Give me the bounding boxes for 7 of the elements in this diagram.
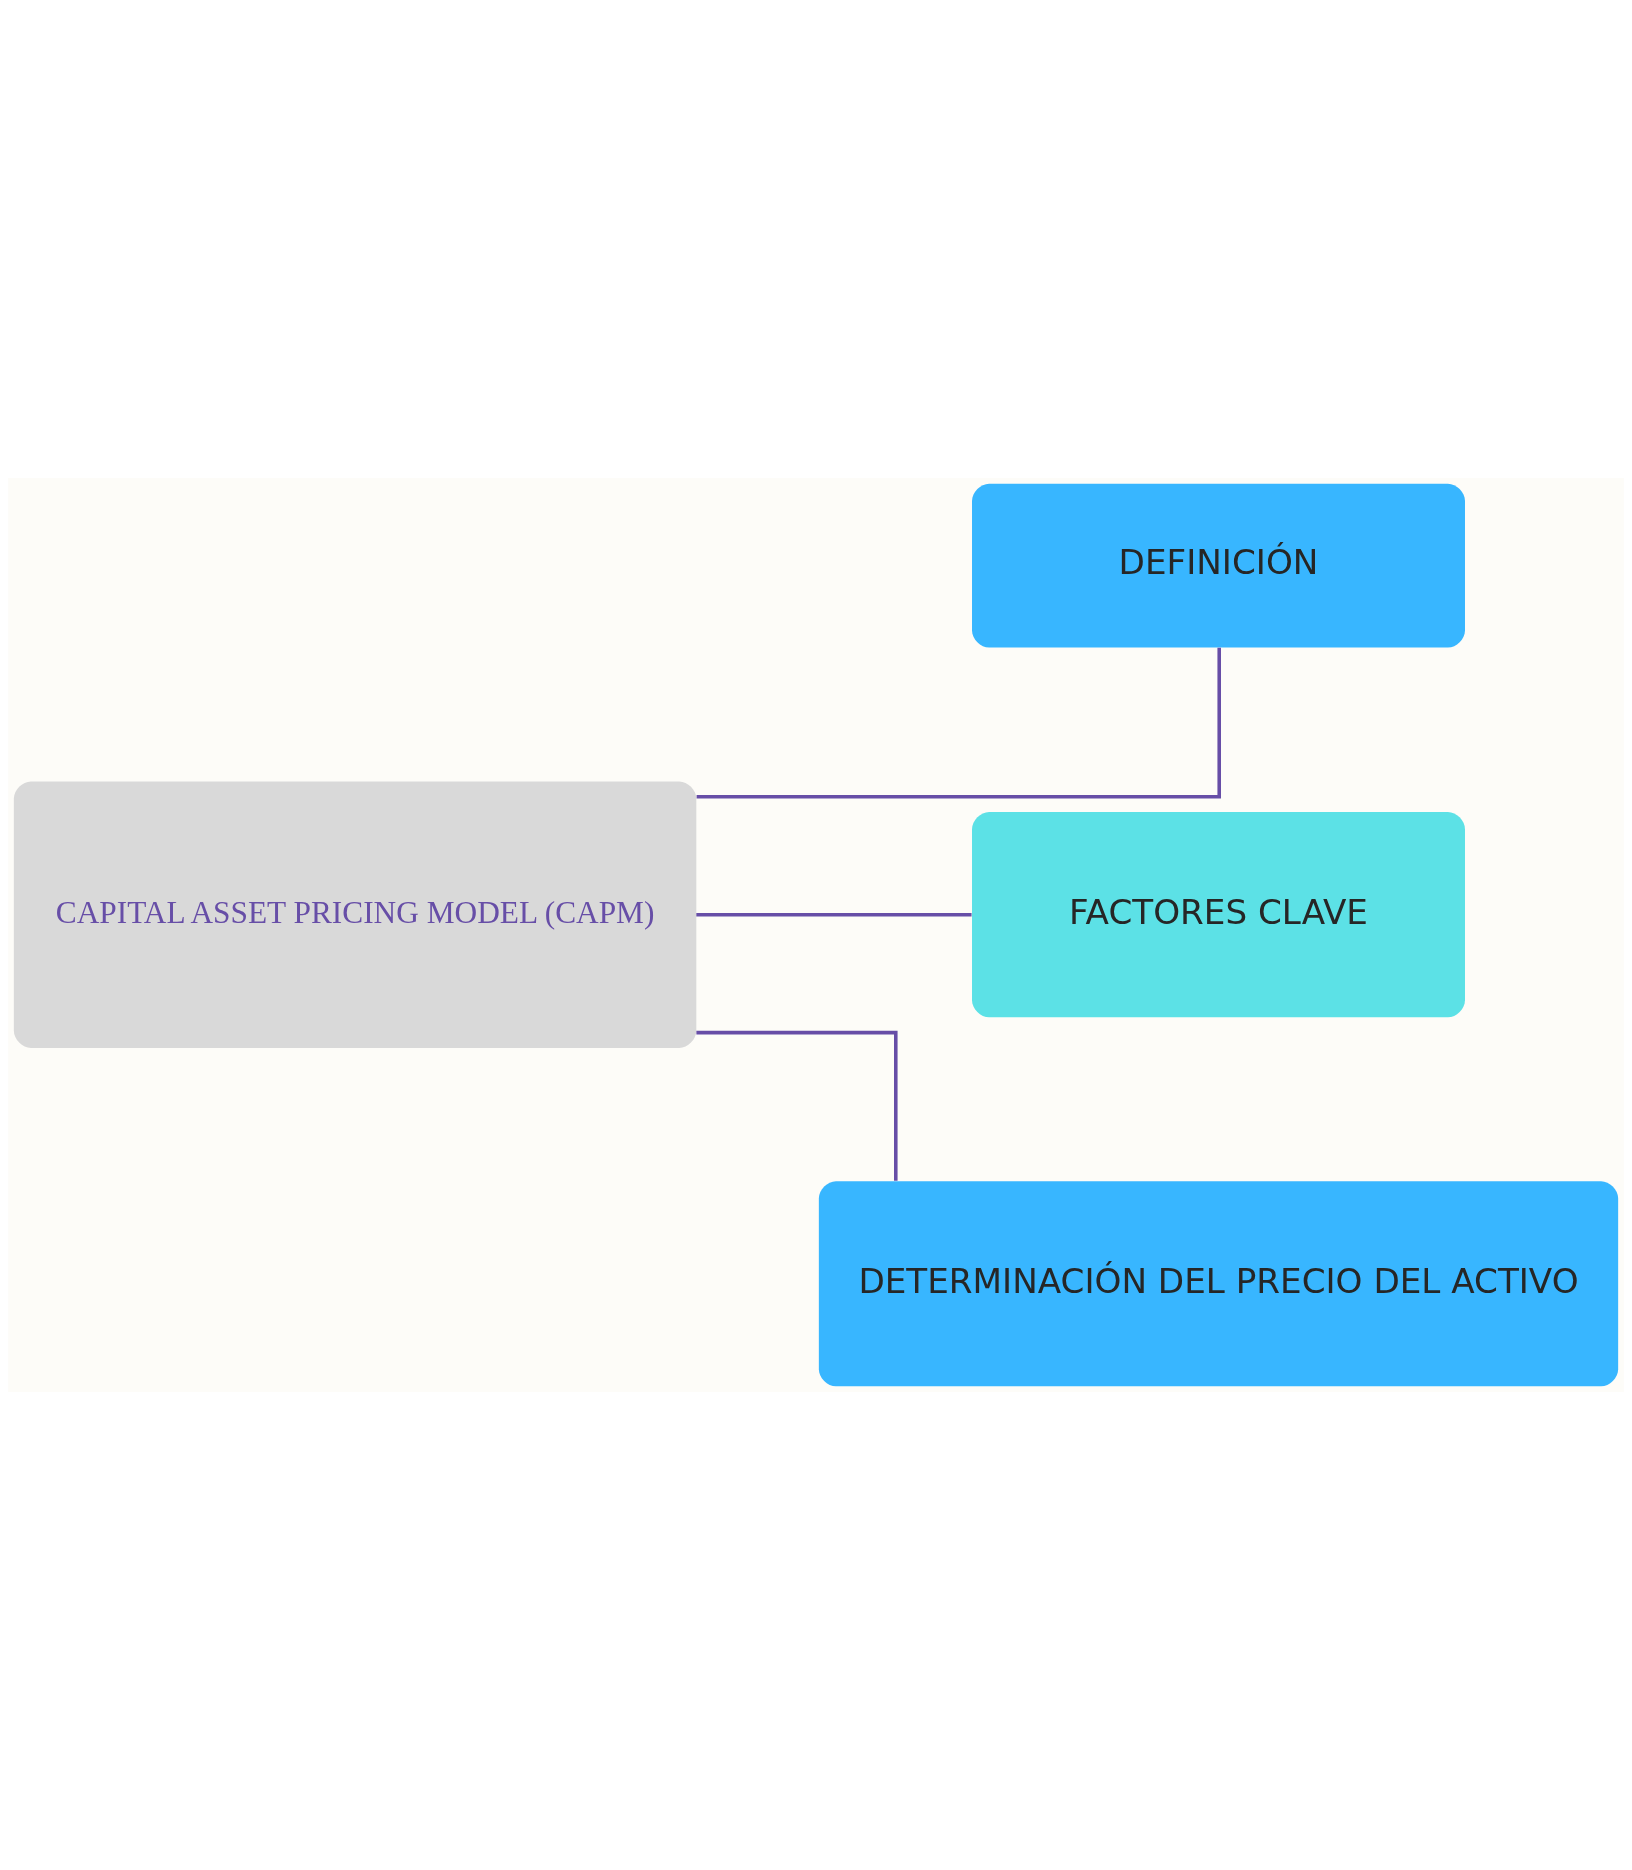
node-box: FACTORES CLAVE: [972, 812, 1465, 1018]
node-box: DETERMINACIÓN DEL PRECIO DEL ACTIVO: [818, 1181, 1619, 1387]
connector: [696, 1030, 898, 1181]
node-box: CAPITAL ASSET PRICING MODEL (CAPM): [13, 781, 697, 1048]
node-box: DEFINICIÓN: [972, 483, 1465, 648]
connector: [696, 647, 1221, 799]
connector: [696, 912, 972, 917]
